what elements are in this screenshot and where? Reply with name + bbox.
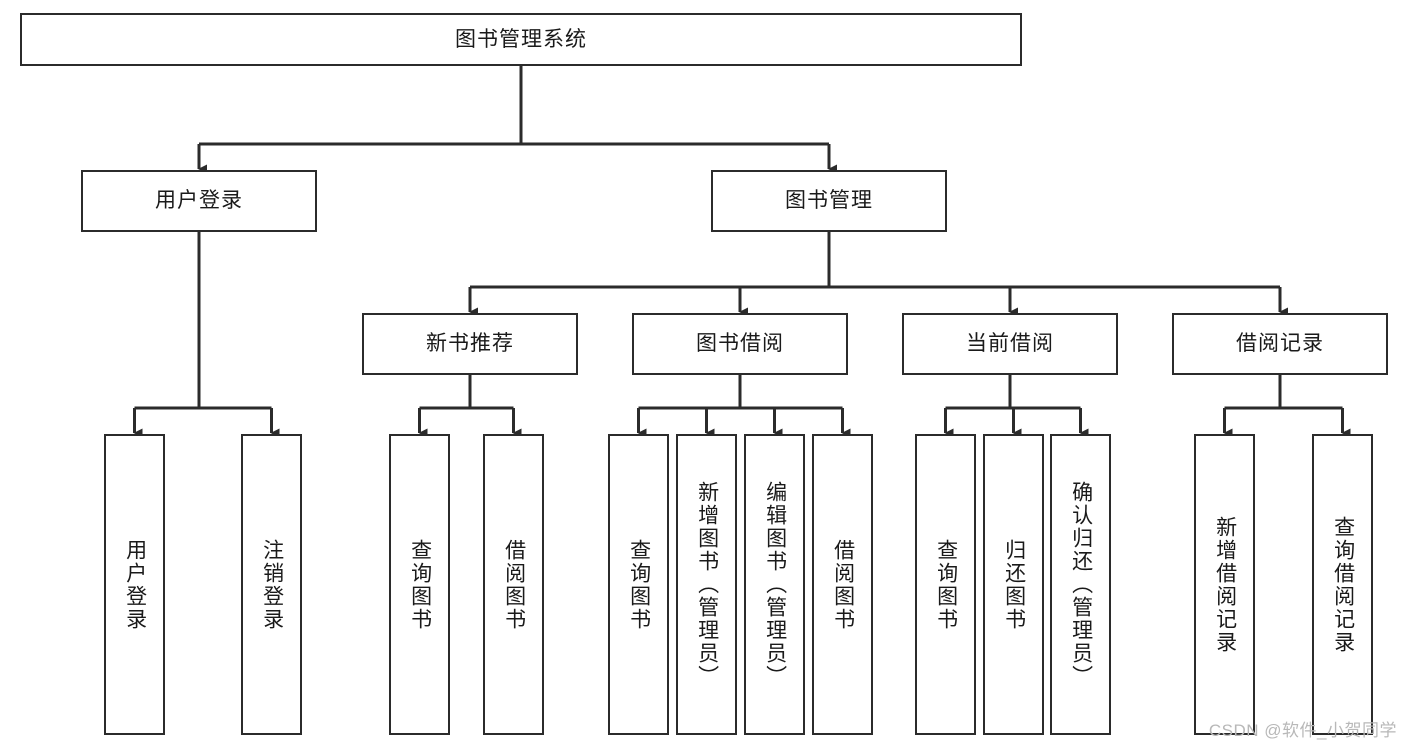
- node-user-login[interactable]: 用户登录: [81, 170, 317, 232]
- node-book-borrow-label: 图书借阅: [696, 332, 784, 356]
- node-new-book-recommend-label: 新书推荐: [426, 332, 514, 356]
- edges: [133, 66, 1351, 438]
- leaf-user-login-label: 用户登录: [123, 538, 147, 631]
- leaf-confirm-return-admin[interactable]: 确认归还（管理员）: [1050, 434, 1111, 735]
- leaf-add-borrow-record-label: 新增借阅记录: [1213, 515, 1237, 654]
- leaf-user-login[interactable]: 用户登录: [104, 434, 165, 735]
- leaf-borrow-book-recommend-label: 借阅图书: [502, 538, 526, 631]
- leaf-add-book-admin[interactable]: 新增图书（管理员）: [676, 434, 737, 735]
- leaf-borrow-book-recommend[interactable]: 借阅图书: [483, 434, 544, 735]
- leaf-borrow-book[interactable]: 借阅图书: [812, 434, 873, 735]
- leaf-return-book-label: 归还图书: [1002, 538, 1026, 631]
- leaf-logout-label: 注销登录: [260, 538, 284, 631]
- node-borrow-record-label: 借阅记录: [1236, 332, 1324, 356]
- leaf-query-book-current[interactable]: 查询图书: [915, 434, 976, 735]
- leaf-logout[interactable]: 注销登录: [241, 434, 302, 735]
- node-root[interactable]: 图书管理系统: [20, 13, 1022, 66]
- leaf-query-book-label: 查询图书: [627, 538, 651, 631]
- leaf-confirm-return-admin-label: 确认归还（管理员）: [1069, 481, 1093, 688]
- node-current-borrow[interactable]: 当前借阅: [902, 313, 1118, 375]
- leaf-add-book-admin-label: 新增图书（管理员）: [695, 481, 719, 688]
- leaf-edit-book-admin[interactable]: 编辑图书（管理员）: [744, 434, 805, 735]
- node-user-login-label: 用户登录: [155, 189, 243, 213]
- node-current-borrow-label: 当前借阅: [966, 332, 1054, 356]
- node-root-label: 图书管理系统: [455, 27, 587, 51]
- leaf-query-book-recommend-label: 查询图书: [408, 538, 432, 631]
- leaf-query-borrow-record[interactable]: 查询借阅记录: [1312, 434, 1373, 735]
- leaf-return-book[interactable]: 归还图书: [983, 434, 1044, 735]
- node-new-book-recommend[interactable]: 新书推荐: [362, 313, 578, 375]
- node-book-borrow[interactable]: 图书借阅: [632, 313, 848, 375]
- node-book-management-label: 图书管理: [785, 189, 873, 213]
- leaf-query-book-recommend[interactable]: 查询图书: [389, 434, 450, 735]
- node-book-management[interactable]: 图书管理: [711, 170, 947, 232]
- node-borrow-record[interactable]: 借阅记录: [1172, 313, 1388, 375]
- leaf-borrow-book-label: 借阅图书: [831, 538, 855, 631]
- leaf-query-book[interactable]: 查询图书: [608, 434, 669, 735]
- leaf-query-book-current-label: 查询图书: [934, 538, 958, 631]
- leaf-add-borrow-record[interactable]: 新增借阅记录: [1194, 434, 1255, 735]
- leaf-edit-book-admin-label: 编辑图书（管理员）: [763, 481, 787, 688]
- leaf-query-borrow-record-label: 查询借阅记录: [1331, 515, 1355, 654]
